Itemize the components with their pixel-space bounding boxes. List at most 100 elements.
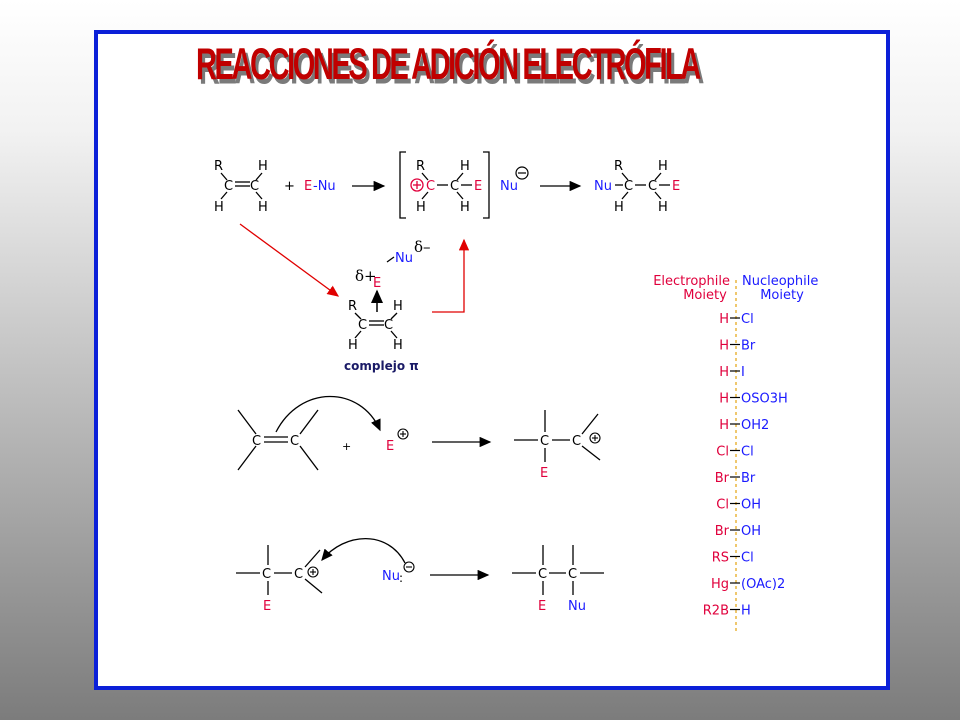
complex-label: complejo π	[344, 359, 419, 373]
svg-text:Nu: Nu	[594, 179, 612, 194]
svg-text:C: C	[572, 434, 581, 449]
svg-text:C: C	[426, 179, 435, 194]
cation-charge-icon	[307, 566, 319, 578]
cation-charge-icon	[589, 432, 601, 444]
svg-text:C: C	[624, 179, 633, 194]
delta-plus-label: δ+	[355, 267, 377, 285]
svg-text:Nu: Nu	[568, 599, 586, 614]
svg-text:R: R	[416, 159, 425, 174]
electrophile-moiety: Hg	[711, 577, 729, 592]
svg-text:C: C	[538, 567, 547, 582]
svg-text:E: E	[538, 599, 546, 614]
nucleophile-moiety: I	[741, 365, 745, 380]
substituent-h: H	[258, 200, 268, 215]
table-row: Hg (OAc)2	[711, 577, 785, 592]
svg-text:R: R	[614, 159, 623, 174]
svg-text:Nu: Nu	[395, 251, 413, 266]
alkene-reactant: R H C C H H	[214, 159, 268, 215]
curved-arrow-icon	[275, 395, 381, 433]
header-electrophile-moiety: Moiety	[683, 288, 727, 303]
svg-text:H: H	[393, 299, 403, 314]
table-row: R2B H	[703, 604, 751, 619]
svg-text:E: E	[474, 179, 482, 194]
cation-charge-icon	[397, 428, 409, 440]
nucleophile-moiety: OH2	[741, 418, 769, 433]
svg-text:Nu: Nu	[500, 179, 518, 194]
substituent-r: R	[214, 159, 223, 174]
nucleophile-moiety: H	[741, 604, 751, 619]
slide-frame	[94, 30, 890, 690]
mechanism-step-2: C E C Nu : C E C Nu	[236, 538, 604, 614]
substituent-h: H	[258, 159, 268, 174]
svg-text:H: H	[658, 159, 668, 174]
svg-text:E: E	[386, 439, 394, 454]
cation-charge-icon	[410, 178, 424, 192]
mechanism-step-1: C C + E C E C	[237, 395, 601, 481]
svg-text:E: E	[540, 466, 548, 481]
nucleophile-moiety: OSO3H	[741, 392, 788, 407]
svg-text:C: C	[290, 434, 299, 449]
header-nucleophile-moiety: Moiety	[760, 288, 804, 303]
electrophile-moiety: Br	[715, 524, 730, 539]
nucleophile-moiety: Br	[741, 339, 756, 354]
nucleophile-moiety: Cl	[741, 551, 754, 566]
anion-charge-icon	[403, 561, 415, 573]
electrophile-moiety: Cl	[716, 445, 729, 460]
nucleophile-moiety: OH	[741, 524, 761, 539]
electrophile-e: E	[304, 179, 312, 194]
svg-text:R: R	[348, 299, 357, 314]
svg-text:C: C	[384, 318, 393, 333]
table-row: Br OH	[715, 524, 761, 539]
nucleophile-moiety: Cl	[741, 312, 754, 327]
header-nucleophile: Nucleophile	[742, 274, 818, 289]
electrophile-moiety: H	[719, 418, 729, 433]
svg-text:C: C	[568, 567, 577, 582]
svg-text:+: +	[342, 440, 351, 453]
anion-charge-icon	[515, 166, 529, 180]
table-row: Br Br	[715, 471, 756, 486]
red-arrow-to-complex	[239, 223, 340, 297]
electrophile-moiety: Cl	[716, 498, 729, 513]
carbon-atom: C	[224, 179, 233, 194]
table-row: Cl Cl	[716, 445, 753, 460]
svg-text::: :	[399, 571, 403, 585]
table-row: H OH2	[719, 418, 769, 433]
svg-text:C: C	[648, 179, 657, 194]
electrophile-moiety: H	[719, 312, 729, 327]
electrophile-moiety: Br	[715, 471, 730, 486]
nucleophile-moiety: (OAc)2	[741, 577, 785, 592]
svg-text:E: E	[263, 599, 271, 614]
svg-text:E: E	[373, 276, 381, 291]
svg-text:C: C	[294, 567, 303, 582]
svg-text:H: H	[348, 338, 358, 353]
svg-text:H: H	[416, 200, 426, 215]
nucleophile-moiety: Cl	[741, 445, 754, 460]
svg-text:C: C	[252, 434, 261, 449]
svg-text:H: H	[393, 338, 403, 353]
svg-text:E: E	[672, 179, 680, 194]
electrophile-moiety: H	[719, 365, 729, 380]
pi-complex: δ– Nu δ+ E R H C C H H complejo π	[344, 238, 431, 373]
curved-arrow-icon	[321, 538, 406, 564]
table-row: H OSO3H	[719, 392, 788, 407]
nucleophile-moiety: Br	[741, 471, 756, 486]
reagent-table: Electrophile Moiety Nucleophile Moiety H…	[653, 274, 818, 632]
carbocation-intermediate: R H C C E H H Nu	[399, 151, 529, 219]
svg-text:C: C	[262, 567, 271, 582]
svg-text:C: C	[450, 179, 459, 194]
header-electrophile: Electrophile	[653, 274, 730, 289]
table-row: H Cl	[719, 312, 753, 327]
substituent-h: H	[214, 200, 224, 215]
carbon-atom: C	[250, 179, 259, 194]
svg-text:C: C	[358, 318, 367, 333]
svg-text:H: H	[460, 200, 470, 215]
electrophile-moiety: R2B	[703, 604, 729, 619]
nucleophile-moiety: OH	[741, 498, 761, 513]
electrophile-moiety: H	[719, 392, 729, 407]
delta-minus-label: δ–	[414, 238, 431, 256]
addition-product: R H Nu C C E H H	[594, 159, 680, 215]
